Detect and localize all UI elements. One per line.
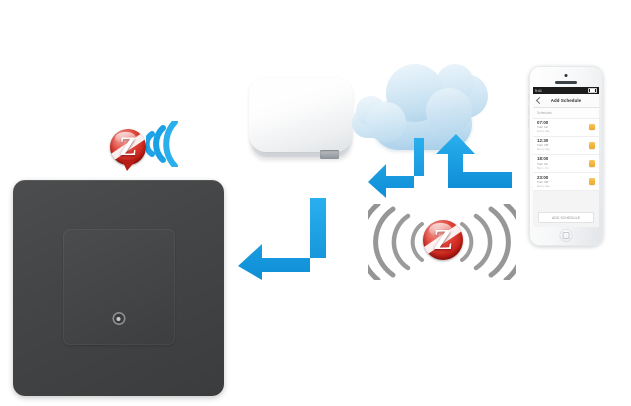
list-item[interactable]: 23:00 Turn Off Every day — [533, 173, 599, 192]
schedule-days: Every day — [537, 129, 550, 134]
zigbee-gateway-hub — [249, 78, 353, 166]
schedule-toggle[interactable] — [588, 160, 595, 167]
schedule-info: 12:30 Turn Off Every day — [537, 138, 550, 152]
page-title: Add Schedule — [550, 98, 582, 103]
zigbee-badge-radio: Z — [423, 220, 463, 260]
list-item[interactable]: 07:00 Turn On Every day — [533, 118, 599, 137]
badge-gloss — [115, 131, 136, 145]
schedule-action: Turn On — [537, 125, 549, 130]
zigbee-badge-wifi: Z — [110, 129, 146, 165]
status-indicators — [587, 87, 597, 94]
add-button-container: ADD SCHEDULE — [533, 208, 599, 227]
schedule-toggle[interactable] — [588, 178, 595, 185]
volume-down-button[interactable] — [527, 118, 530, 127]
radio-arcs-right-icon — [460, 204, 516, 280]
status-time: 9:41 — [535, 88, 542, 93]
schedule-info: 07:00 Turn On Every day — [537, 120, 550, 134]
schedule-time: 12:30 — [537, 138, 549, 144]
schedule-info: 23:00 Turn Off Every day — [537, 174, 550, 188]
schedule-days: Every day — [537, 147, 550, 152]
hub-to-switch-arrow — [238, 198, 326, 280]
schedule-toggle[interactable] — [588, 123, 595, 131]
schedule-action: Turn Off — [537, 179, 549, 184]
radio-arcs-left-icon — [368, 204, 424, 280]
wifi-arcs-icon — [146, 121, 178, 167]
volume-up-button[interactable] — [527, 106, 530, 115]
smartphone: 9:41 Add Schedule Schedules 07:00 Turn O… — [527, 66, 603, 246]
front-camera-icon — [564, 74, 568, 77]
list-item[interactable]: 12:30 Turn Off Every day — [533, 136, 599, 155]
cloud-service — [352, 58, 492, 170]
schedule-time: 07:00 — [537, 120, 549, 125]
power-indicator-icon — [112, 312, 125, 325]
hub-port-icon — [320, 150, 339, 159]
list-spacer — [533, 191, 599, 208]
earpiece-speaker — [555, 81, 577, 84]
badge-gloss — [428, 222, 452, 238]
status-bar: 9:41 — [533, 87, 599, 94]
schedule-toggle[interactable] — [588, 142, 595, 149]
cloud-main-right — [426, 88, 472, 134]
zigbee-badge-tail — [122, 160, 136, 171]
mute-switch[interactable] — [527, 94, 530, 100]
hub-body — [249, 78, 353, 152]
add-schedule-button[interactable]: ADD SCHEDULE — [538, 212, 594, 223]
list-item[interactable]: 18:00 Turn On Mon - Fri — [533, 154, 599, 174]
schedule-action: Turn Off — [537, 143, 549, 148]
schedule-time: 23:00 — [537, 174, 549, 180]
schedule-days: Mon - Fri — [537, 165, 549, 170]
battery-icon — [588, 87, 597, 94]
schedule-action: Turn On — [537, 161, 549, 166]
schedule-days: Every day — [537, 183, 550, 188]
zigbee-radio-signal: Z — [368, 200, 516, 282]
zigbee-wall-switch[interactable] — [13, 180, 224, 396]
app-nav-bar: Add Schedule — [533, 94, 599, 108]
phone-screen: 9:41 Add Schedule Schedules 07:00 Turn O… — [533, 87, 599, 227]
home-button[interactable] — [559, 229, 573, 242]
schedule-info: 18:00 Turn On Mon - Fri — [537, 156, 549, 170]
phone-to-cloud-arrow — [436, 134, 512, 188]
cloud-to-hub-arrow — [368, 138, 424, 198]
schedule-time: 18:00 — [537, 156, 549, 162]
switch-touch-area[interactable] — [63, 229, 175, 345]
list-caption: Schedules — [533, 108, 599, 119]
cloud-main-left — [366, 102, 406, 142]
